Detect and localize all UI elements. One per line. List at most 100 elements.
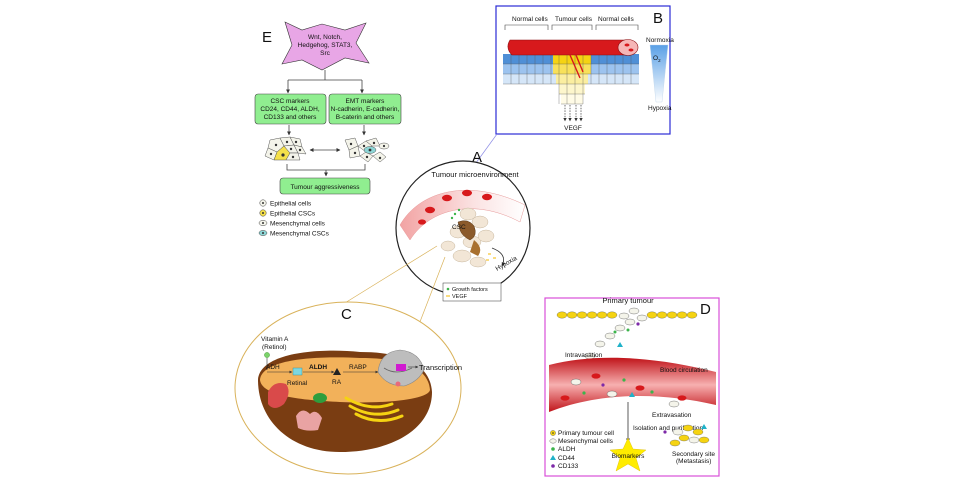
cd44-swatch [550, 455, 556, 460]
growth-factors-swatch [446, 287, 450, 291]
rar-receptor [396, 364, 406, 371]
biomarkers-label: Biomarkers [612, 453, 646, 460]
cells-to-aggressiveness-connector [286, 164, 366, 176]
mitochondrion-red [268, 383, 289, 408]
golgi-1 [344, 396, 394, 409]
panel-a-legend-box [442, 282, 502, 302]
legend-mesenchymal-cscs: Mesenchymal CSCs [270, 231, 330, 238]
vegf-dashes [486, 253, 496, 261]
primary-tumour-label: Primary tumour [602, 296, 654, 305]
green-organelle [313, 393, 327, 403]
secondary-site-label: Secondary site [672, 451, 715, 458]
extravasating-cell [668, 400, 680, 408]
intravasation-label: Intravasation [565, 352, 603, 359]
mesenchymal-cells-swatch [549, 438, 557, 444]
csc-markers-box [254, 93, 327, 125]
pathway-line-3: Src [320, 50, 331, 57]
csc-markers-line-2: CD24, CD44, ALDH, [260, 106, 319, 113]
oxygen-gradient-wedge [649, 44, 669, 103]
pathway-line-2: Hedgehog, STAT3, [298, 42, 353, 49]
tumour-aggressiveness-box [279, 177, 371, 195]
vitamin-a-label: Vitamin A [261, 336, 289, 343]
tumour-aggressiveness-label: Tumour aggressiveness [290, 184, 360, 191]
oxygen-label: O2 [653, 55, 661, 63]
retinal-molecule [292, 367, 303, 376]
er-pink [296, 410, 322, 431]
angiogenic-sprout [569, 54, 584, 79]
emt-markers-title: EMT markers [346, 98, 386, 105]
legend-mesenchymal-cells: Mesenchymal cells [558, 438, 614, 445]
csc-branch [470, 240, 481, 256]
ra-ligand [395, 381, 401, 387]
cd133-swatch [551, 464, 555, 468]
star-to-boxes-connector [288, 70, 362, 81]
legend-vegf: VEGF [452, 294, 468, 300]
legend-cd133: CD133 [558, 463, 579, 470]
emt-markers-line-3: B-caterin and others [336, 114, 395, 121]
isolation-label: Isolation and purification [633, 425, 703, 432]
extravasation-label: Extravasation [652, 412, 692, 419]
header-brackets [504, 24, 639, 30]
csc-markers-title: CSC markers [270, 98, 310, 105]
legend-epithelial-cells: Epithelial cells [270, 201, 312, 208]
emt-markers-line-2: N-cadherin, E-cadherin, [331, 106, 400, 113]
golgi-2 [348, 404, 400, 416]
mesenchymal-cell-cluster [344, 137, 390, 163]
microenvironment-title: Tumour microenvironment [431, 170, 519, 179]
circulating-cells [560, 373, 687, 401]
growth-factor-dots [450, 208, 461, 220]
legend-growth-factors: Growth factors [452, 287, 488, 293]
transcription-label: Transcription [419, 363, 462, 372]
panel-a: A Tumour microenvironment CSC [395, 149, 531, 302]
normoxia-label: Normoxia [646, 37, 674, 44]
aldh-swatch [551, 447, 555, 451]
panel-e-legend: Epithelial cells Epithelial CSCs Mesench… [258, 199, 330, 238]
vessel-lumen [617, 39, 639, 56]
connector-a-to-c-left [339, 245, 438, 307]
csc-label: CSC [452, 224, 466, 231]
metastasis-label: (Metastasis) [676, 458, 711, 465]
signaling-pathway-star [281, 21, 370, 71]
panel-b-letter: B [653, 10, 663, 27]
legend-primary-tumour-cell: Primary tumour cell [558, 430, 615, 437]
blood-circulation-label: Blood circulation [660, 367, 708, 374]
aldh-label: ALDH [309, 364, 327, 371]
panel-d: D Primary tumour Intravasation Blood cir… [544, 296, 720, 477]
invading-mesenchymal-cluster [584, 307, 648, 360]
mesenchymal-cell-nuclei [349, 141, 386, 160]
biomarkers-star [609, 437, 647, 472]
rabp-label: RABP [349, 364, 367, 371]
red-blood-cells [418, 189, 492, 225]
panel-e-letter: E [262, 29, 272, 46]
legend-epithelial-cscs: Epithelial CSCs [270, 211, 316, 218]
secondary-site-cluster [669, 424, 710, 447]
epithelial-cell-cluster [264, 136, 307, 161]
epithelial-cell-nuclei [269, 140, 302, 159]
csc-markers-line-3: CD133 and others [264, 114, 318, 121]
panel-c-letter: C [341, 306, 352, 323]
emt-markers-box [328, 93, 402, 125]
panel-a-letter: A [472, 149, 482, 166]
retinol-molecule [264, 352, 270, 358]
adh-label: ADH [266, 364, 280, 371]
panel-c: C Vitamin A (Retinol) ADH Retinal ALDH R… [234, 301, 462, 475]
legend-mesenchymal-cells: Mesenchymal cells [270, 221, 326, 228]
panel-d-legend: Primary tumour cell Mesenchymal cells AL… [549, 430, 615, 470]
panel-e: E Wnt, Notch, Hedgehog, STAT3, Src CSC m… [254, 21, 402, 238]
legend-cd44: CD44 [558, 455, 575, 462]
panel-b: B Normal cells Tumour cells Normal cells [495, 5, 674, 135]
hypoxia-arrow [491, 247, 506, 267]
primary-tumour-row [556, 311, 698, 319]
invasion-markers [613, 322, 640, 347]
retinol-label: (Retinol) [262, 344, 287, 351]
dna-strand [383, 367, 413, 373]
header-normal-cells-right: Normal cells [598, 16, 635, 23]
csc-cell [457, 220, 476, 241]
panel-b-blood-vessel [507, 39, 631, 56]
legend-aldh: ALDH [558, 446, 576, 453]
ra-molecule [333, 368, 341, 375]
cell-grid-lines [503, 54, 639, 105]
pathway-line-1: Wnt, Notch, [308, 34, 342, 41]
hypoxia-gradient-label: Hypoxia [648, 105, 672, 112]
